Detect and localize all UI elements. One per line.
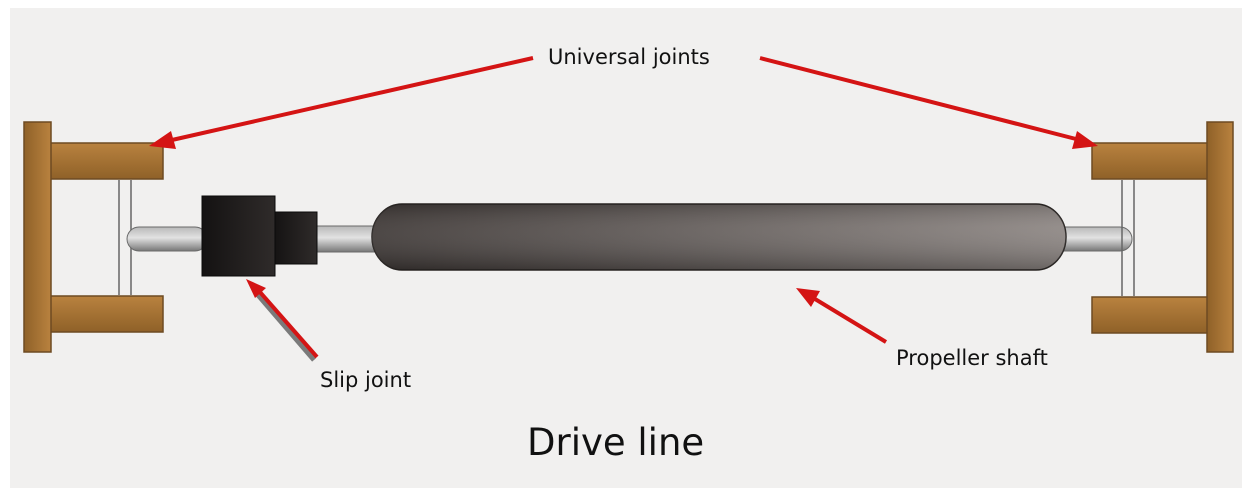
slip-joint-large-block bbox=[201, 195, 276, 277]
propeller-shaft-label: Propeller shaft bbox=[896, 346, 1048, 370]
propeller-shaft-shading bbox=[372, 204, 1066, 270]
arrow-slip-joint bbox=[246, 279, 319, 362]
left-joint-flange bbox=[23, 121, 52, 353]
arrow-propeller-shaft bbox=[796, 288, 888, 344]
right-universal-joint bbox=[1091, 121, 1234, 353]
arrow-universal-left bbox=[149, 56, 534, 149]
diagram-title: Drive line bbox=[527, 421, 705, 464]
left-joint-upper-yoke bbox=[49, 142, 164, 180]
propeller-shaft bbox=[371, 203, 1067, 271]
right-joint-lower-yoke bbox=[1091, 296, 1209, 334]
right-joint-upper-yoke bbox=[1091, 142, 1209, 180]
left-rod bbox=[126, 226, 208, 252]
slip-joint-label: Slip joint bbox=[320, 368, 412, 392]
universal-joints-label: Universal joints bbox=[548, 45, 710, 69]
arrows bbox=[149, 56, 1098, 362]
left-universal-joint bbox=[23, 121, 164, 353]
left-joint-lower-yoke bbox=[49, 295, 164, 333]
slip-joint-small-block bbox=[272, 211, 318, 265]
arrow-universal-right bbox=[759, 56, 1098, 149]
slip-joint bbox=[201, 195, 318, 277]
right-joint-flange bbox=[1206, 121, 1234, 353]
